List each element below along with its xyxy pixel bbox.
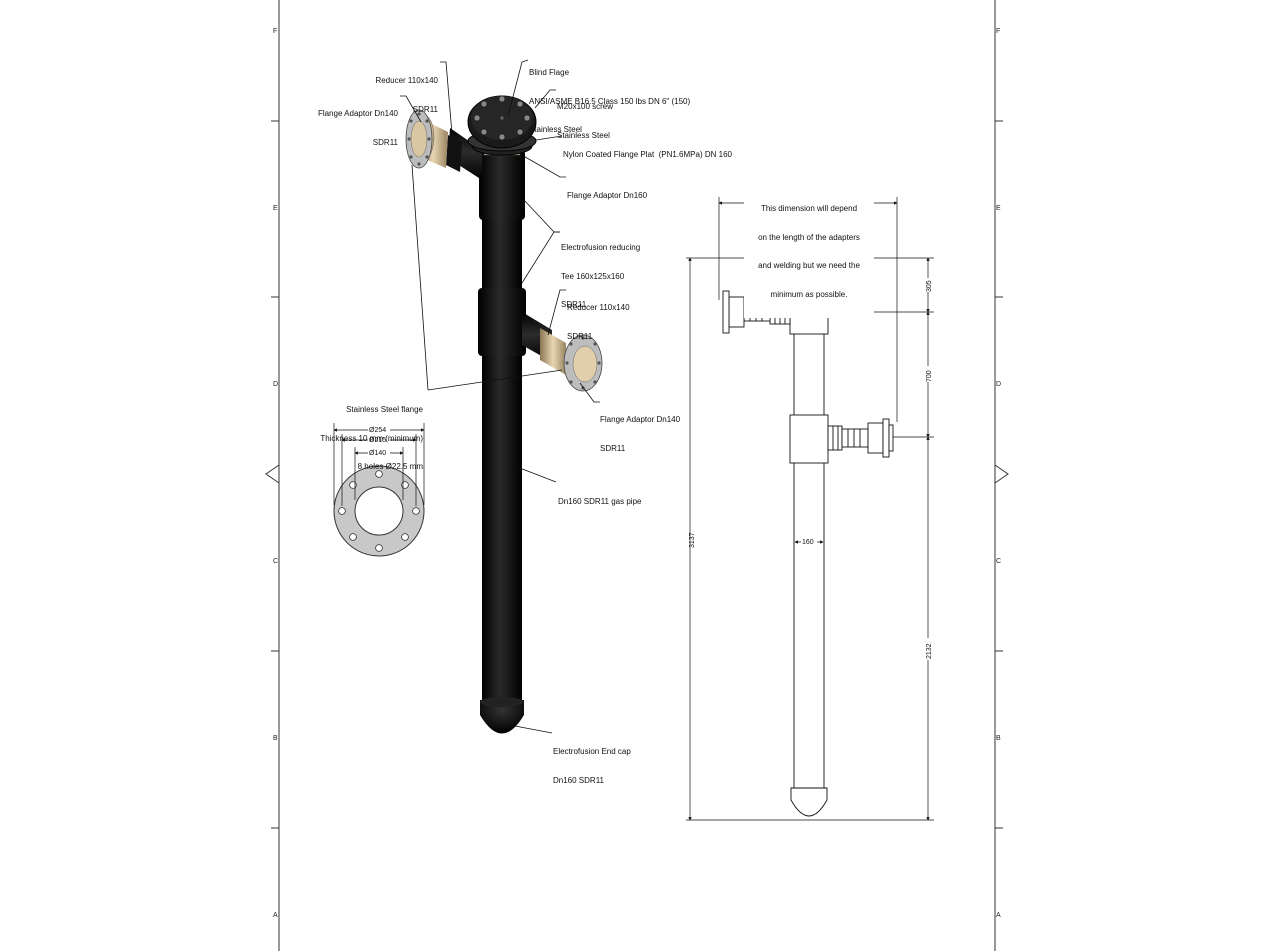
callout-gas-pipe: Dn160 SDR11 gas pipe — [558, 497, 642, 506]
zone-letter-right-b: B — [996, 735, 1001, 742]
leader-lines — [400, 59, 600, 734]
callout-electrofusion-tee: Electrofusion reducing Tee 160x125x160 S… — [561, 243, 641, 309]
zone-letter-right-f: F — [996, 28, 1001, 35]
main-pipe — [482, 165, 522, 710]
callout-end-cap: Electrofusion End cap Dn160 SDR11 — [553, 747, 631, 785]
callout-nylon-flange: Nylon Coated Flange Plat (PN1.6MPa) DN 1… — [563, 150, 732, 159]
zone-letter-right-e: E — [996, 205, 1001, 212]
dim-flange-bolt-circle: Ø215 — [369, 437, 386, 444]
callout-flange-adaptor-160: Flange Adaptor Dn160 — [567, 191, 648, 200]
dim-pipe-diameter: 160 — [802, 539, 814, 546]
flange-detail — [333, 423, 425, 557]
zone-letter-left-c: C — [273, 558, 279, 565]
zone-letter-right-d: D — [996, 381, 1002, 388]
zone-letter-left-a: A — [273, 912, 278, 919]
flange-screws — [473, 95, 531, 141]
side-view-dim-labels: 3137 305 700 2132 160 — [689, 278, 933, 660]
callout-blind-flange: Blind Flage ANSI/ASME B16.5 Class 150 lb… — [529, 68, 691, 134]
callout-ss-flange: Stainless Steel flange Thickness 10 mm (… — [320, 405, 423, 471]
flange-detail-dim-labels: Ø254 Ø215 Ø140 — [368, 425, 390, 457]
upper-tee-body — [479, 150, 525, 220]
zone-letter-right-a: A — [996, 912, 1001, 919]
dim-mid-segment: 700 — [926, 370, 933, 382]
callout-reducer-top: Reducer 110x140 SDR11 — [375, 76, 438, 114]
dim-total-height: 3137 — [689, 532, 696, 548]
lower-tee-body — [478, 288, 526, 356]
dim-top-segment: 305 — [926, 280, 933, 292]
end-cap — [480, 700, 524, 734]
dimension-note: This dimension will depend on the length… — [744, 185, 874, 318]
zone-letter-left-f: F — [273, 28, 278, 35]
zone-letter-right-c: C — [996, 558, 1002, 565]
callout-screw: M20x100 screw Stainless Steel — [557, 102, 614, 140]
dim-flange-outer: Ø254 — [369, 427, 386, 434]
side-view — [722, 248, 894, 817]
zone-letter-left-d: D — [273, 381, 279, 388]
dim-flange-bore: Ø140 — [369, 450, 386, 457]
lower-adaptor — [540, 328, 566, 375]
dim-lower-segment: 2132 — [926, 643, 933, 659]
sheet-border — [265, 0, 1009, 951]
callout-flange-adaptor-mid: Flange Adaptor Dn140 SDR11 — [600, 415, 681, 453]
callout-reducer-mid: Reducer 110x140 SDR11 — [567, 303, 630, 341]
callout-flange-adaptor-top: Flange Adaptor Dn140 SDR11 — [317, 109, 398, 147]
isometric-view — [405, 95, 603, 734]
zone-letter-left-b: B — [273, 735, 278, 742]
zone-letter-left-e: E — [273, 205, 278, 212]
